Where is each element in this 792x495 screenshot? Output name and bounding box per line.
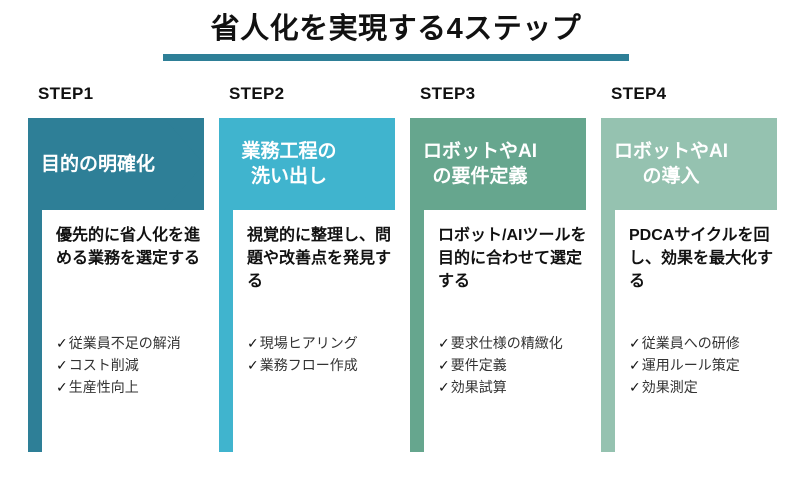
step-chevron-3: ロボットやAI の要件定義 — [410, 118, 586, 210]
list-item: ✓ 生産性向上 — [56, 376, 214, 398]
step-checklist-3: ✓ 要求仕様の精緻化 ✓ 要件定義 ✓ 効果試算 — [438, 332, 596, 398]
step-chevron-1: 目的の明確化 — [28, 118, 204, 210]
step-description-4: PDCAサイクルを回し、効果を最大化する — [629, 227, 774, 290]
check-icon: ✓ — [56, 335, 68, 351]
list-item: ✓ 効果測定 — [629, 376, 787, 398]
step-column-3: STEP3 ロボットやAI の要件定義 ロボット/AIツールを目的に合わせて選定… — [410, 84, 600, 464]
list-item: ✓ 業務フロー作成 — [247, 354, 405, 376]
list-item: ✓ 運用ルール策定 — [629, 354, 787, 376]
check-label: コスト削減 — [68, 357, 139, 373]
steps-container: STEP1 目的の明確化 優先的に省人化を進める業務を選定する ✓ 従業員不足の… — [0, 84, 792, 484]
check-icon: ✓ — [438, 357, 450, 373]
step-heading-line: ロボットやAI — [422, 141, 537, 162]
list-item: ✓ 要求仕様の精緻化 — [438, 332, 596, 354]
step-checklist-2: ✓ 現場ヒアリング ✓ 業務フロー作成 — [247, 332, 405, 376]
check-label: 業務フロー作成 — [259, 357, 358, 373]
check-label: 現場ヒアリング — [259, 335, 358, 351]
list-item: ✓ 効果試算 — [438, 376, 596, 398]
step-label-2: STEP2 — [229, 84, 285, 103]
step-card-4: PDCAサイクルを回し、効果を最大化する ✓ 従業員への研修 ✓ 運用ルール策定… — [615, 210, 791, 452]
check-label: 効果測定 — [641, 379, 698, 395]
title-underline — [163, 54, 629, 61]
check-label: 従業員への研修 — [641, 335, 740, 351]
check-icon: ✓ — [438, 379, 450, 395]
step-checklist-1: ✓ 従業員不足の解消 ✓ コスト削減 ✓ 生産性向上 — [56, 332, 214, 398]
step-label-3: STEP3 — [420, 84, 476, 103]
step-heading-1: 目的の明確化 — [28, 118, 168, 210]
check-icon: ✓ — [56, 379, 68, 395]
check-icon: ✓ — [56, 357, 68, 373]
step-heading-line: の要件定義 — [432, 166, 528, 187]
check-icon: ✓ — [247, 335, 259, 351]
check-icon: ✓ — [629, 379, 641, 395]
title-block: 省人化を実現する4ステップ — [0, 10, 792, 61]
step-heading-2: 業務工程の 洗い出し — [219, 118, 359, 210]
step-card-1: 優先的に省人化を進める業務を選定する ✓ 従業員不足の解消 ✓ コスト削減 ✓ … — [42, 210, 218, 452]
step-description-2: 視覚的に整理し、問題や改善点を発見する — [247, 227, 392, 290]
step-chevron-2: 業務工程の 洗い出し — [219, 118, 395, 210]
step-heading-line: の導入 — [642, 166, 700, 187]
check-label: 効果試算 — [450, 379, 507, 395]
check-label: 要件定義 — [450, 357, 507, 373]
page-title: 省人化を実現する4ステップ — [210, 13, 582, 45]
check-label: 従業員不足の解消 — [68, 335, 181, 351]
list-item: ✓ 現場ヒアリング — [247, 332, 405, 354]
check-icon: ✓ — [629, 357, 641, 373]
list-item: ✓ 従業員への研修 — [629, 332, 787, 354]
step-heading-line: 洗い出し — [250, 166, 327, 187]
step-heading-line: ロボットやAI — [613, 141, 728, 162]
step-label-1: STEP1 — [38, 84, 94, 103]
step-checklist-4: ✓ 従業員への研修 ✓ 運用ルール策定 ✓ 効果測定 — [629, 332, 787, 398]
step-heading-4: ロボットやAI の導入 — [601, 118, 741, 210]
step-description-1: 優先的に省人化を進める業務を選定する — [56, 227, 201, 267]
check-label: 運用ルール策定 — [641, 357, 740, 373]
list-item: ✓ コスト削減 — [56, 354, 214, 376]
step-column-4: STEP4 ロボットやAI の導入 PDCAサイクルを回し、効果を最大化する ✓… — [601, 84, 791, 464]
check-label: 生産性向上 — [68, 379, 139, 395]
step-column-1: STEP1 目的の明確化 優先的に省人化を進める業務を選定する ✓ 従業員不足の… — [28, 84, 218, 464]
step-label-4: STEP4 — [611, 84, 667, 103]
check-icon: ✓ — [438, 335, 450, 351]
step-heading-line: 業務工程の — [241, 141, 337, 162]
check-label: 要求仕様の精緻化 — [450, 335, 563, 351]
step-heading-3: ロボットやAI の要件定義 — [410, 118, 550, 210]
step-card-3: ロボット/AIツールを目的に合わせて選定する ✓ 要求仕様の精緻化 ✓ 要件定義… — [424, 210, 600, 452]
step-heading-line: 目的の明確化 — [40, 153, 155, 175]
check-icon: ✓ — [629, 335, 641, 351]
step-description-3: ロボット/AIツールを目的に合わせて選定する — [438, 227, 587, 290]
step-chevron-4: ロボットやAI の導入 — [601, 118, 777, 210]
list-item: ✓ 従業員不足の解消 — [56, 332, 214, 354]
check-icon: ✓ — [247, 357, 259, 373]
step-column-2: STEP2 業務工程の 洗い出し 視覚的に整理し、問題や改善点を発見する ✓ 現… — [219, 84, 409, 464]
step-card-2: 視覚的に整理し、問題や改善点を発見する ✓ 現場ヒアリング ✓ 業務フロー作成 — [233, 210, 409, 452]
list-item: ✓ 要件定義 — [438, 354, 596, 376]
